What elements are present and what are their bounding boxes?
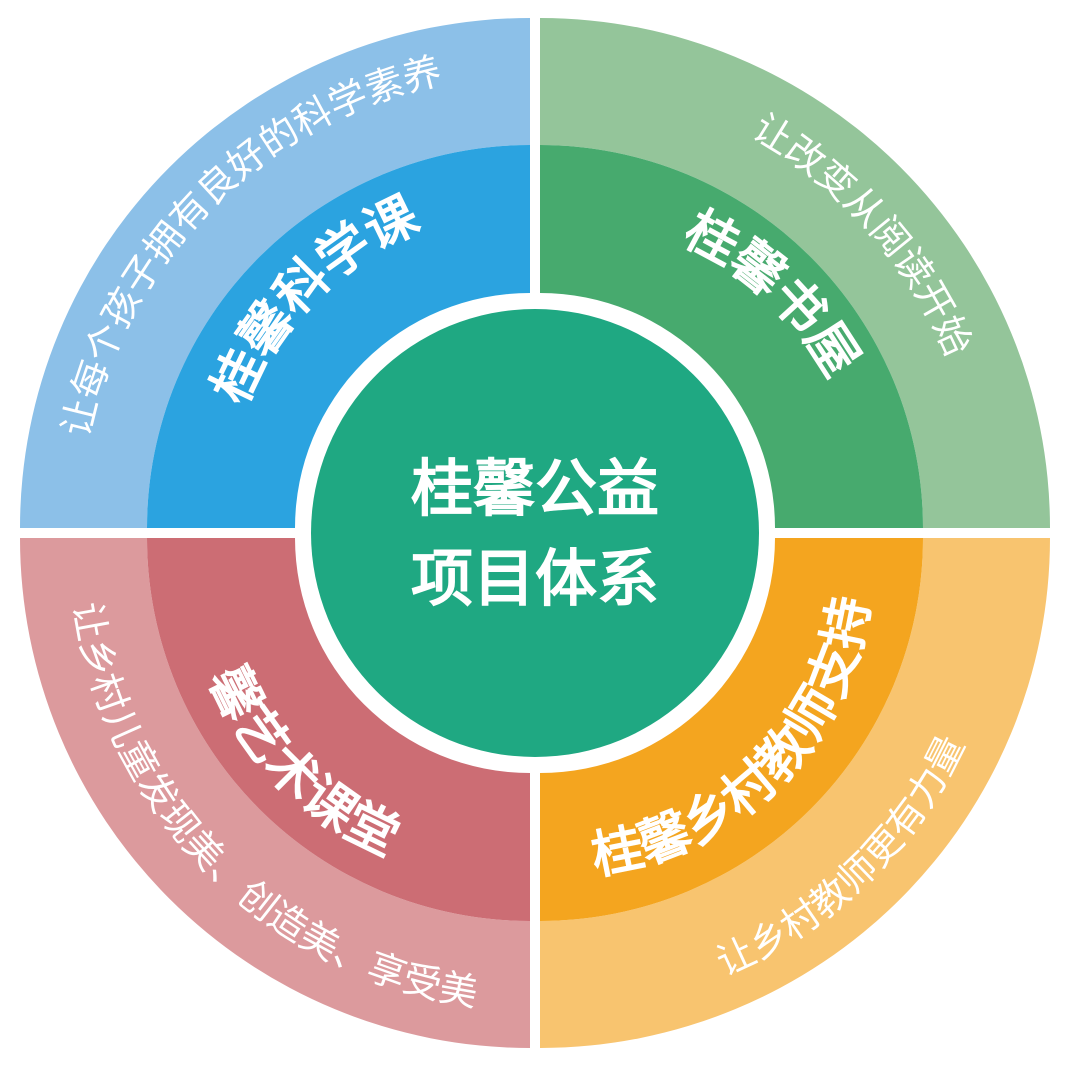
outer-sector-top-right bbox=[540, 18, 1050, 528]
outer-sector-top-left bbox=[20, 18, 530, 528]
inner-sector-bottom-right bbox=[540, 538, 923, 921]
inner-ring bbox=[147, 145, 923, 921]
center-circle bbox=[311, 309, 759, 757]
center-title-line-2: 项目体系 bbox=[411, 542, 659, 615]
outer-sector-bottom-left bbox=[20, 538, 530, 1048]
inner-sector-bottom-left bbox=[147, 538, 530, 921]
outer-ring bbox=[20, 18, 1050, 1048]
inner-sector-top-right bbox=[540, 145, 923, 528]
center-title-line-1: 桂馨公益 bbox=[411, 452, 659, 525]
inner-sector-top-left bbox=[147, 145, 530, 528]
outer-sector-bottom-right bbox=[540, 538, 1050, 1048]
